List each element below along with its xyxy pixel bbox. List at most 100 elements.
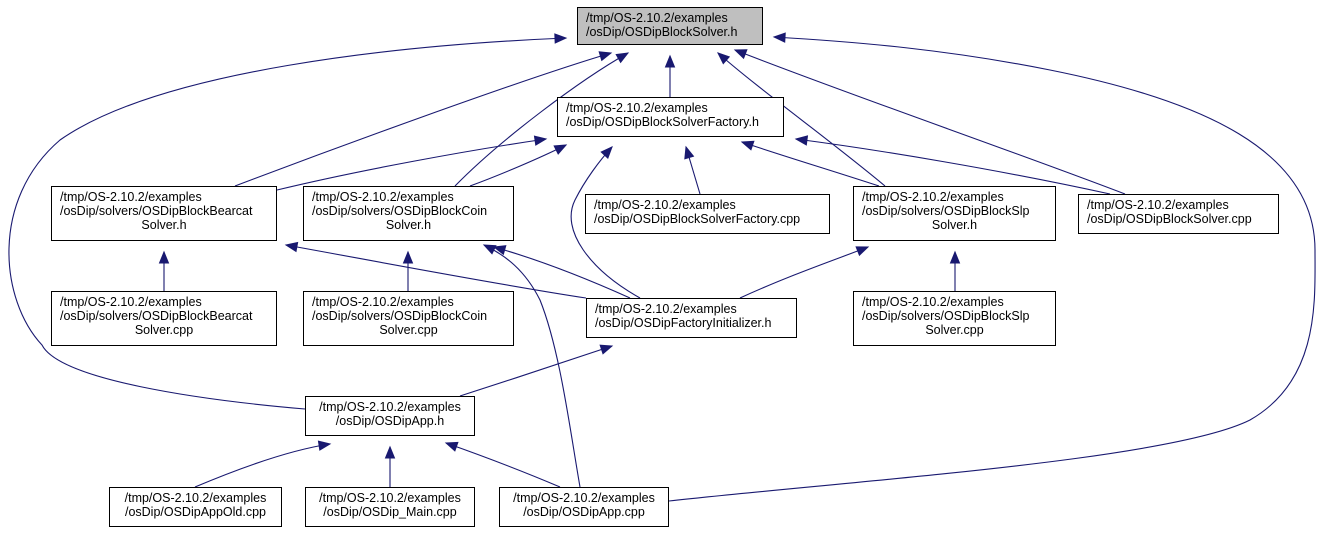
edge-coin-cpp-to-coin-h — [402, 250, 414, 291]
node-label: Solver.h — [141, 218, 187, 232]
edge-main-cpp-to-app-h — [384, 445, 396, 487]
edge-slp-h-to-factory-h — [740, 140, 880, 187]
edge-line — [795, 138, 1111, 195]
arrowhead-icon — [717, 52, 731, 65]
node-label: /osDip/OSDipBlockSolver.h — [586, 25, 738, 39]
arrowhead-icon — [444, 441, 459, 452]
arrowhead-icon — [733, 49, 748, 60]
arrowhead-icon — [615, 52, 630, 64]
node-factory-cpp[interactable]: /tmp/OS-2.10.2/examples /osDip/OSDipBloc… — [585, 194, 830, 234]
node-coin-solver-cpp[interactable]: /tmp/OS-2.10.2/examples /osDip/solvers/O… — [303, 291, 514, 346]
node-label: Solver.cpp — [379, 323, 438, 337]
arrowhead-icon — [492, 245, 507, 256]
edge-solver-cpp-to-factory-h — [794, 135, 1111, 195]
arrowhead-icon — [533, 135, 548, 146]
edge-line — [234, 52, 612, 187]
arrowhead-icon — [384, 445, 396, 459]
node-label: /osDip/OSDipAppOld.cpp — [124, 505, 267, 519]
arrowhead-icon — [402, 250, 414, 264]
node-slp-solver-cpp[interactable]: /tmp/OS-2.10.2/examples /osDip/solvers/O… — [853, 291, 1056, 346]
node-label: /tmp/OS-2.10.2/examples — [1087, 198, 1229, 212]
edge-slp-cpp-to-slp-h — [949, 250, 961, 291]
edge-line — [8, 37, 567, 410]
node-main-cpp[interactable]: /tmp/OS-2.10.2/examples /osDip/OSDip_Mai… — [305, 487, 475, 527]
edge-bearcat-h-to-factory-h — [276, 135, 548, 191]
node-label: /tmp/OS-2.10.2/examples — [60, 295, 202, 309]
node-label: Solver.cpp — [925, 323, 984, 337]
node-label: /tmp/OS-2.10.2/examples — [862, 295, 1004, 309]
edge-line — [445, 442, 561, 488]
node-label: /osDip/solvers/OSDipBlockSlp — [862, 204, 1030, 218]
node-slp-solver-h[interactable]: /tmp/OS-2.10.2/examples /osDip/solvers/O… — [853, 186, 1056, 241]
node-coin-solver-h[interactable]: /tmp/OS-2.10.2/examples /osDip/solvers/O… — [303, 186, 514, 241]
arrowhead-icon — [684, 145, 695, 160]
arrowhead-icon — [158, 250, 170, 264]
node-label: /tmp/OS-2.10.2/examples — [513, 491, 655, 505]
edge-line — [570, 146, 641, 299]
node-bearcat-solver-h[interactable]: /tmp/OS-2.10.2/examples /osDip/solvers/O… — [51, 186, 277, 241]
node-app-old-cpp[interactable]: /tmp/OS-2.10.2/examples /osDip/OSDipAppO… — [109, 487, 282, 527]
node-app-cpp[interactable]: /tmp/OS-2.10.2/examples /osDip/OSDipApp.… — [499, 487, 669, 527]
edge-factory-init-h-to-bearcat-h — [284, 241, 587, 299]
edge-line — [459, 345, 613, 397]
node-label: /osDip/OSDipApp.cpp — [523, 505, 645, 519]
node-label: /tmp/OS-2.10.2/examples — [124, 491, 267, 505]
arrowhead-icon — [554, 33, 568, 44]
edge-factory-h-to-root — [664, 54, 676, 97]
edge-line — [285, 244, 587, 299]
edge-slp-h-to-root — [717, 52, 886, 187]
edge-line — [276, 138, 547, 191]
arrowhead-icon — [598, 51, 613, 62]
node-label: /tmp/OS-2.10.2/examples — [594, 198, 736, 212]
node-label: /tmp/OS-2.10.2/examples — [312, 190, 454, 204]
node-label: /osDip/OSDipBlockSolver.cpp — [1087, 212, 1252, 226]
edge-bearcat-h-to-root — [234, 51, 613, 187]
arrowhead-icon — [600, 146, 613, 160]
node-factory-initializer-h[interactable]: /tmp/OS-2.10.2/examples /osDip/OSDipFact… — [586, 298, 797, 338]
node-label: Solver.h — [385, 218, 432, 232]
arrowhead-icon — [740, 140, 755, 151]
arrowhead-icon — [949, 250, 961, 264]
edge-line — [493, 246, 631, 299]
node-label: /osDip/OSDip_Main.cpp — [323, 505, 457, 519]
arrowhead-icon — [482, 244, 497, 255]
edge-line — [469, 144, 567, 187]
node-label: /osDip/solvers/OSDipBlockSlp — [862, 309, 1030, 323]
node-label: /tmp/OS-2.10.2/examples — [566, 101, 708, 115]
arrowhead-icon — [553, 144, 568, 155]
node-label: /tmp/OS-2.10.2/examples — [319, 491, 461, 505]
edge-line — [734, 49, 1126, 195]
edge-coin-h-to-root — [454, 52, 630, 187]
edge-line — [739, 246, 869, 299]
node-label: /osDip/solvers/OSDipBlockBearcat — [60, 204, 253, 218]
node-label: /osDip/OSDipFactoryInitializer.h — [595, 316, 772, 330]
edge-factory-cpp-to-factory-h — [684, 145, 701, 195]
node-label: /tmp/OS-2.10.2/examples — [862, 190, 1004, 204]
arrowhead-icon — [794, 135, 809, 146]
edge-app-cpp-to-app-h — [444, 441, 561, 488]
node-root[interactable]: /tmp/OS-2.10.2/examples /osDip/OSDipBloc… — [577, 7, 763, 45]
node-label: /osDip/solvers/OSDipBlockBearcat — [60, 309, 253, 323]
edge-app-cpp-to-root — [668, 32, 1316, 502]
node-block-solver-cpp[interactable]: /tmp/OS-2.10.2/examples /osDip/OSDipBloc… — [1078, 194, 1279, 234]
edge-solver-cpp-to-root — [733, 49, 1126, 195]
node-label: /tmp/OS-2.10.2/examples — [595, 302, 737, 316]
edge-line — [194, 443, 331, 488]
edge-line — [741, 141, 880, 187]
node-bearcat-solver-cpp[interactable]: /tmp/OS-2.10.2/examples /osDip/solvers/O… — [51, 291, 277, 346]
node-label: /tmp/OS-2.10.2/examples — [312, 295, 454, 309]
arrowhead-icon — [317, 440, 332, 451]
node-factory-h[interactable]: /tmp/OS-2.10.2/examples /osDip/OSDipBloc… — [557, 97, 784, 137]
arrowhead-icon — [855, 246, 870, 257]
node-label: Solver.cpp — [134, 323, 194, 337]
edge-app-cpp-to-coin-h — [482, 244, 581, 488]
edge-appold-cpp-to-app-h — [194, 440, 332, 488]
edge-app-h-to-root — [8, 33, 568, 410]
edge-line — [717, 52, 886, 187]
edge-coin-h-to-factory-h — [469, 144, 568, 187]
edge-bearcat-cpp-to-bearcat-h — [158, 250, 170, 291]
node-label: /osDip/solvers/OSDipBlockCoin — [312, 204, 488, 218]
edge-line — [483, 244, 581, 488]
node-app-h[interactable]: /tmp/OS-2.10.2/examples /osDip/OSDipApp.… — [305, 396, 475, 436]
